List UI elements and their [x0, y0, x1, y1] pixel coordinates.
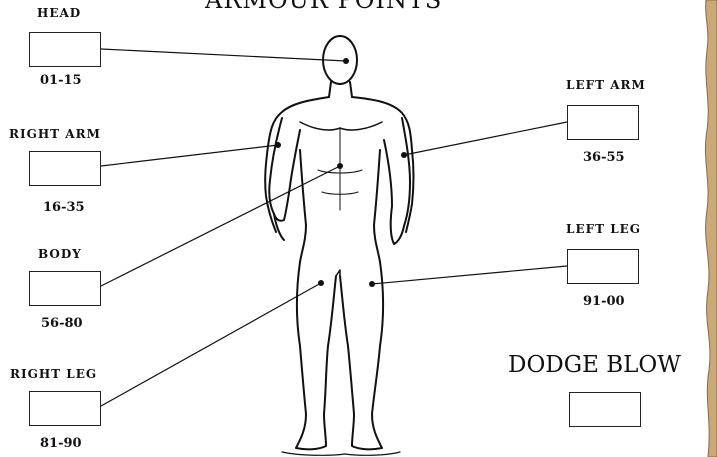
right-arm-anchor-dot: [275, 142, 281, 148]
right-arm-armour-box[interactable]: [29, 151, 101, 186]
left-arm-label: LEFT ARM: [566, 78, 646, 92]
left-arm-anchor-dot: [401, 152, 407, 158]
parchment-edge: [705, 0, 717, 457]
left-leg-range: 91-00: [583, 294, 625, 309]
left-leg-leader-line: [372, 266, 567, 284]
body-label: BODY: [38, 247, 82, 261]
right-arm-range: 16-35: [43, 200, 85, 215]
head-leader-line: [101, 49, 346, 61]
left-leg-label: LEFT LEG: [566, 222, 641, 236]
dodge-blow-title: DODGE BLOW: [508, 352, 681, 378]
left-leg-anchor-dot: [369, 281, 375, 287]
body-armour-box[interactable]: [29, 271, 101, 306]
left-arm-armour-box[interactable]: [567, 105, 639, 140]
right-leg-leader-line: [101, 283, 321, 406]
body-anchor-dot: [337, 163, 343, 169]
head-armour-box[interactable]: [29, 32, 101, 67]
left-arm-leader-line: [404, 122, 567, 155]
right-leg-label: RIGHT LEG: [10, 367, 97, 381]
human-figure: [265, 36, 413, 455]
dodge-blow-box[interactable]: [569, 392, 641, 427]
right-leg-anchor-dot: [318, 280, 324, 286]
leader-lines: [101, 49, 567, 406]
body-leader-line: [101, 166, 340, 286]
head-label: HEAD: [37, 6, 81, 20]
right-arm-leader-line: [101, 145, 278, 166]
head-range: 01-15: [40, 73, 82, 88]
right-arm-label: RIGHT ARM: [9, 127, 101, 141]
left-leg-armour-box[interactable]: [567, 249, 639, 284]
head-anchor-dot: [343, 58, 349, 64]
left-arm-range: 36-55: [583, 150, 625, 165]
right-leg-range: 81-90: [40, 436, 82, 451]
body-range: 56-80: [41, 316, 83, 331]
right-leg-armour-box[interactable]: [29, 391, 101, 426]
